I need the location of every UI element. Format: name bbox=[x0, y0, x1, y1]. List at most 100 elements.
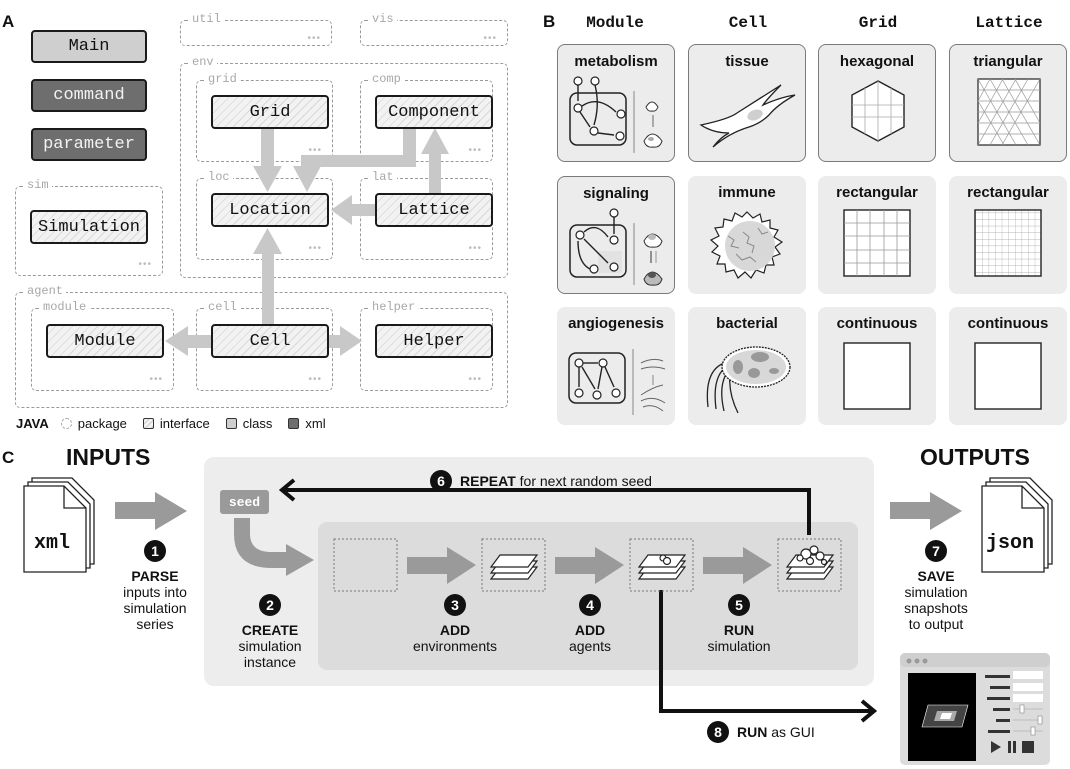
panel-a-letter: A bbox=[2, 12, 15, 31]
step-desc: simulation bbox=[123, 600, 187, 616]
step-parse: 1 PARSE inputs into simulation series bbox=[115, 540, 195, 632]
arrowhead bbox=[253, 166, 282, 192]
module-card-angiogenesis: angiogenesis bbox=[557, 307, 675, 425]
panel-c-letter: C bbox=[2, 448, 15, 467]
step-keyword: RUN bbox=[737, 724, 768, 740]
step-desc: simulation bbox=[904, 584, 968, 600]
legend-label: package bbox=[77, 416, 127, 431]
legend-label: class bbox=[242, 416, 273, 431]
ellipsis-icon: ••• bbox=[308, 374, 322, 385]
lattice-card-continuous: continuous bbox=[949, 307, 1067, 425]
arrow-run-simulation bbox=[703, 557, 745, 574]
arrowhead bbox=[595, 547, 624, 584]
gui-input-field bbox=[1013, 694, 1043, 702]
package-label: env bbox=[189, 55, 217, 69]
arrowhead bbox=[930, 492, 962, 530]
cell-card-bacterial: bacterial bbox=[688, 307, 806, 425]
json-file-label: json bbox=[986, 532, 1035, 555]
xml-file-stack-icon bbox=[23, 477, 95, 573]
card-title: tissue bbox=[725, 53, 769, 70]
cell-card-tissue: tissue bbox=[688, 44, 806, 162]
step-keyword: SAVE bbox=[917, 568, 955, 584]
grid-card-rectangular: rectangular bbox=[818, 176, 936, 294]
interface-simulation: Simulation bbox=[30, 210, 148, 244]
card-title: continuous bbox=[967, 315, 1049, 332]
stop-icon bbox=[1022, 741, 1034, 753]
play-icon bbox=[991, 741, 1001, 753]
interface-swatch-icon bbox=[142, 418, 154, 429]
step-keyword: CREATE bbox=[241, 622, 299, 638]
column-header-grid: Grid bbox=[858, 14, 898, 32]
stage-empty-box bbox=[333, 538, 398, 592]
module-card-metabolism: metabolism bbox=[557, 44, 675, 162]
step-desc: simulation bbox=[238, 638, 302, 654]
tissue-cell-icon bbox=[699, 84, 796, 148]
legend-label: xml bbox=[305, 416, 326, 431]
arrowhead bbox=[421, 128, 449, 154]
package-label: loc bbox=[205, 170, 233, 184]
lattice-card-triangular: triangular bbox=[949, 44, 1067, 162]
simulation-layers-icon bbox=[785, 545, 835, 580]
main-class-box: Main bbox=[31, 30, 147, 63]
environment-layers-icon bbox=[489, 554, 539, 580]
arrowhead bbox=[253, 228, 282, 254]
package-label: comp bbox=[369, 72, 404, 86]
gui-slider-handle bbox=[1037, 715, 1043, 725]
arrow-lattice-location bbox=[350, 204, 376, 216]
package-lat: lat ••• bbox=[360, 170, 493, 260]
arrow-add-environments bbox=[407, 557, 449, 574]
ellipsis-icon: ••• bbox=[468, 243, 482, 254]
step-desc: as GUI bbox=[771, 724, 815, 740]
interface-helper: Helper bbox=[375, 324, 493, 358]
inputs-title: INPUTS bbox=[66, 444, 151, 470]
package-sim: sim ••• bbox=[15, 178, 163, 276]
arrow-component-location bbox=[403, 128, 416, 162]
arrowhead bbox=[447, 547, 476, 584]
window-dot bbox=[906, 658, 912, 664]
step-keyword: ADD bbox=[574, 622, 606, 638]
module-card-signaling: signaling bbox=[557, 176, 675, 294]
step-keyword: RUN bbox=[723, 622, 755, 638]
step-keyword: ADD bbox=[439, 622, 471, 638]
parameter-xml-box: parameter bbox=[31, 128, 147, 161]
triangular-lattice-icon bbox=[977, 78, 1041, 146]
step-desc: to output bbox=[908, 616, 964, 632]
step-add-environments: 3 ADD environments bbox=[400, 594, 510, 654]
package-swatch-icon bbox=[60, 418, 72, 429]
ellipsis-icon: ••• bbox=[308, 243, 322, 254]
package-module: module ••• bbox=[31, 300, 174, 391]
package-label: agent bbox=[24, 284, 67, 298]
step-keyword: PARSE bbox=[131, 568, 179, 584]
rectangular-grid-icon bbox=[843, 209, 911, 277]
card-title: metabolism bbox=[574, 53, 658, 70]
ellipsis-icon: ••• bbox=[149, 374, 163, 385]
xml-file-label: xml bbox=[34, 532, 71, 555]
ellipsis-icon: ••• bbox=[138, 259, 152, 270]
card-title: hexagonal bbox=[839, 53, 915, 70]
package-vis: vis ••• bbox=[360, 12, 508, 46]
ellipsis-icon: ••• bbox=[307, 33, 321, 44]
signaling-network-icon bbox=[569, 208, 663, 286]
arrowhead bbox=[155, 492, 187, 530]
gui-branch-line bbox=[659, 590, 872, 713]
ellipsis-icon: ••• bbox=[483, 33, 497, 44]
stage-agents-box bbox=[629, 538, 694, 592]
window-dot bbox=[914, 658, 920, 664]
step-number-badge: 3 bbox=[444, 594, 466, 616]
step-desc: inputs into bbox=[123, 584, 187, 600]
package-label: module bbox=[40, 300, 90, 314]
json-file-stack-icon bbox=[981, 477, 1053, 573]
step-desc: instance bbox=[243, 654, 297, 670]
grid-card-continuous: continuous bbox=[818, 307, 936, 425]
step-keyword: REPEAT bbox=[460, 473, 516, 489]
step-run-simulation: 5 RUN simulation bbox=[694, 594, 784, 654]
ellipsis-icon: ••• bbox=[468, 374, 482, 385]
panel-a-arrows bbox=[165, 128, 449, 356]
package-util: util ••• bbox=[180, 12, 332, 46]
step-number-badge: 2 bbox=[259, 594, 281, 616]
interface-module: Module bbox=[46, 324, 164, 358]
arrow-parse bbox=[115, 502, 157, 519]
seed-tag: seed bbox=[220, 490, 269, 514]
card-title: triangular bbox=[973, 53, 1043, 70]
stage-environments-box bbox=[481, 538, 546, 592]
